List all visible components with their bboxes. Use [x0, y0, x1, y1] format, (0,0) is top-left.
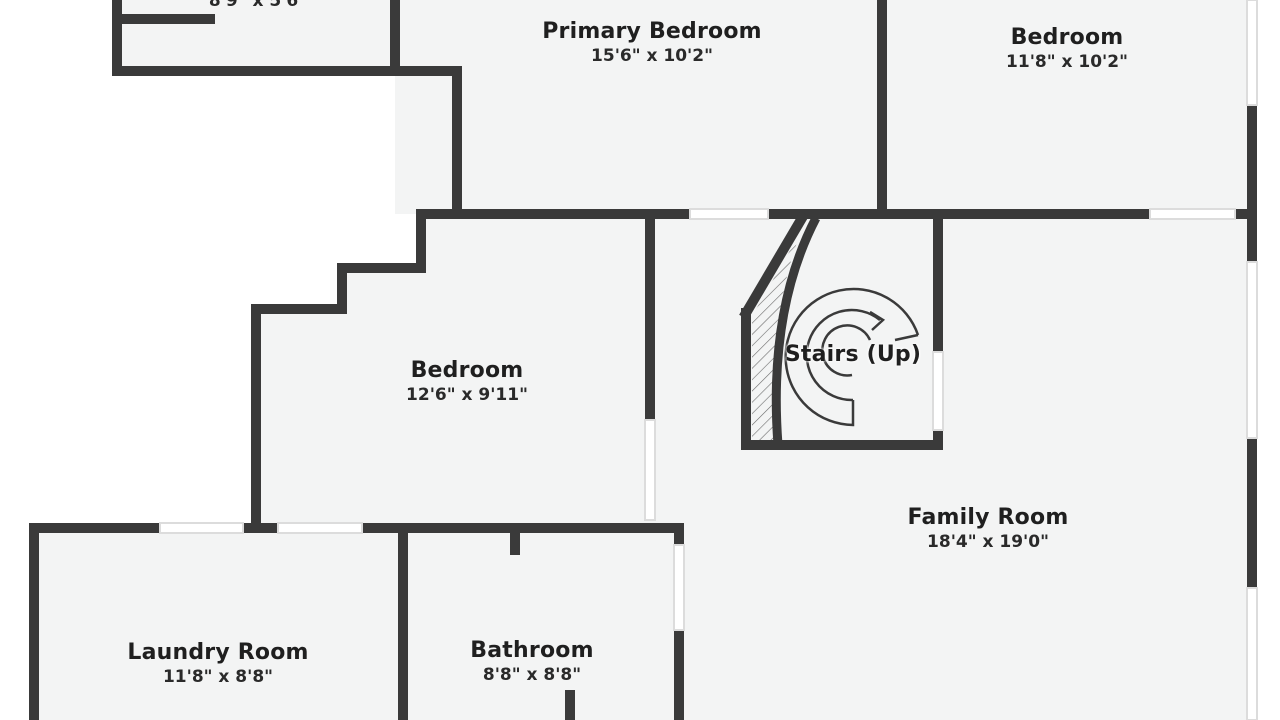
spiral-stairs-icon: [784, 287, 920, 427]
room-dims: 8'8" x 8'8": [482, 665, 582, 685]
window-opening: [1149, 208, 1236, 220]
window-opening: [689, 208, 769, 220]
window-opening: [277, 522, 363, 534]
room-bedroom-middle: Bedroom 12'6" x 9'11": [406, 358, 528, 406]
room-dims: 8'9" x 5'6": [208, 0, 308, 11]
room-bedroom-top-right: Bedroom 11'8" x 10'2": [1006, 25, 1128, 73]
window-opening: [159, 522, 244, 534]
room-primary-bedroom: Primary Bedroom 15'6" x 10'2": [542, 19, 762, 67]
window-opening: [644, 419, 656, 521]
room-name: Stairs (Up): [784, 342, 922, 367]
room-name: Bathroom: [470, 638, 594, 663]
room-laundry-room: Laundry Room 11'8" x 8'8": [127, 640, 308, 688]
floor-top-left-room: [117, 0, 395, 71]
room-name: Family Room: [907, 505, 1069, 530]
room-name: Primary Bedroom: [542, 19, 762, 44]
window-opening: [1246, 0, 1258, 106]
room-bathroom: Bathroom 8'8" x 8'8": [470, 638, 593, 686]
room-dims: 15'6" x 10'2": [591, 46, 713, 66]
floor-family-room: [650, 214, 1252, 720]
room-top-left: 8'9" x 5'6": [209, 0, 307, 12]
window-opening: [1246, 587, 1258, 720]
room-stairs: Stairs (Up): [785, 342, 921, 368]
room-dims: 12'6" x 9'11": [406, 385, 528, 405]
stairs-curved-wall: [771, 215, 820, 446]
floor-bedroom-top-right: [882, 0, 1252, 214]
floor-bedroom-middle: [256, 214, 650, 528]
floor-primary-bedroom: [395, 0, 882, 214]
room-dims: 11'8" x 10'2": [1006, 52, 1128, 72]
room-dims: 18'4" x 19'0": [927, 532, 1049, 552]
floor-areas: [34, 0, 1252, 720]
room-name: Laundry Room: [127, 640, 309, 665]
window-opening: [673, 544, 685, 631]
window-opening: [1246, 261, 1258, 439]
floor-bathroom: [403, 528, 679, 720]
room-dims: 11'8" x 8'8": [162, 667, 274, 687]
window-opening: [932, 351, 944, 431]
room-name: Bedroom: [410, 358, 524, 383]
stairs-wall: [752, 215, 820, 446]
room-family-room: Family Room 18'4" x 19'0": [908, 505, 1069, 553]
floor-laundry-room: [34, 528, 403, 720]
room-name: Bedroom: [1010, 25, 1124, 50]
openings: [159, 0, 1258, 720]
